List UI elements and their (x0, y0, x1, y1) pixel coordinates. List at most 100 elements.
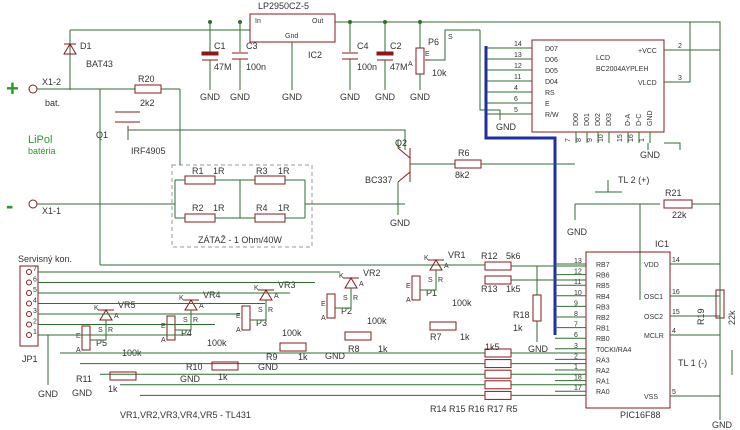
lcd-module: LCD BC2004AYPLEH 14D0713D0612D0511D044RS… (479, 22, 720, 160)
d1-label: D1 (80, 41, 92, 51)
mcu-ic1: IC1 PIC16F88 13RB712RB611RB510RB49RB38RB… (555, 239, 720, 420)
gnd-r10: GND (180, 374, 201, 384)
p6-label: P6 (428, 37, 439, 47)
gnd-c3: GND (230, 92, 251, 102)
r12-value: 5k6 (506, 251, 521, 261)
mcu-pin-num: 16 (672, 289, 680, 296)
mcu-pin-sig: RB3 (596, 304, 610, 311)
r1-value: 1R (213, 166, 225, 176)
pos-sign: + (6, 76, 19, 101)
q1-value: IRF4905 (131, 146, 166, 156)
mcu-pin-sig: RB1 (596, 326, 610, 333)
d1-value: BAT43 (86, 59, 113, 69)
r21-value: 22k (672, 210, 687, 220)
mcu-model: PIC16F88 (620, 410, 661, 420)
gnd-tl2: GND (567, 227, 588, 237)
lcd-pin-sig: D-C (636, 114, 643, 126)
vr-label: VR1 (448, 250, 466, 260)
p6-pin-e: E (425, 51, 430, 58)
mcu-pin-sig: OSC1 (644, 294, 663, 301)
cap-c3: C3 100n GND (230, 22, 266, 102)
pot-value: 100k (367, 316, 387, 326)
gnd-lcd-rw: GND (496, 122, 517, 132)
vr-pin: E (321, 301, 326, 308)
mcu-pin-num: 9 (574, 300, 578, 307)
lcd-pin-sig: RS (545, 90, 555, 97)
c4-label: C4 (357, 41, 369, 51)
r4-label: R4 (256, 203, 268, 213)
vr-pin: A (406, 297, 411, 304)
mcu-pin-num: 18 (574, 375, 582, 382)
resistor-network: 1k5 R14 R15 R16 R17 R5 (60, 342, 586, 414)
gnd-c1: GND (200, 92, 221, 102)
gnd-lcd: GND (640, 150, 661, 160)
jp-pin-num: 7 (33, 266, 37, 273)
pot-label: P1 (426, 288, 437, 298)
lcd-pin-sig: R/W (545, 112, 559, 119)
mcu-pin-num: 15 (672, 309, 680, 316)
vr-pin: E (76, 333, 81, 340)
gnd-p6: GND (410, 92, 431, 102)
q2-label: Q2 (395, 138, 407, 148)
mcu-pin-sig: RB6 (596, 273, 610, 280)
r13-value: 1k5 (506, 284, 521, 294)
load-block: R1 1R R3 1R R2 1R R4 1R ZÁTAŽ - 1 Ohm/40… (171, 129, 406, 248)
lcd-pin-num: 16 (628, 134, 635, 142)
mcu-pin-num: 14 (672, 257, 680, 264)
mcu-ref: IC1 (655, 239, 669, 249)
r20-value: 2k2 (140, 98, 155, 108)
cap-c1: C1 47M GND (200, 22, 232, 102)
vr-pin: R (108, 327, 113, 334)
p6-pin-a: A (408, 61, 413, 68)
mcu-pin-sig: RA1 (596, 379, 610, 386)
vr-pin: S (258, 307, 263, 314)
battery-name2: batéria (28, 146, 56, 156)
r11-value: 1k (108, 384, 118, 394)
lcd-pin-num: 14 (514, 41, 522, 48)
lcd-pin-num: 15 (617, 134, 624, 142)
r10-value: 1k (218, 372, 228, 382)
mcu-pin-sig: RA0 (596, 389, 610, 396)
vr-label: VR2 (363, 268, 381, 278)
gnd-c2: GND (375, 92, 396, 102)
serv-label: Servisný kon. (18, 254, 72, 264)
r11-label: R11 (76, 374, 92, 384)
vr-pin: A (359, 281, 364, 288)
vr-pin: E (236, 313, 241, 320)
r7-value: 1k (460, 332, 470, 342)
resistor-group-r12: R12 5k6 R13 1k5 R18 1k GND (100, 251, 586, 354)
rnet-value: 1k5 (485, 342, 500, 352)
lcd-pin-sig: VLCD (638, 80, 657, 87)
lcd-pin-num: 5 (514, 107, 518, 114)
vr-pin: K (254, 285, 259, 292)
r19-value: 22k (727, 310, 737, 325)
lcd-pin-sig: E (545, 101, 550, 108)
lcd-pin-sig: GND (647, 110, 654, 126)
vr-pin: S (343, 295, 348, 302)
vr-pin: A (321, 315, 326, 322)
vr-pin: K (94, 305, 99, 312)
p6-value: 10k (432, 68, 447, 78)
r3-value: 1R (278, 166, 290, 176)
r18-value: 1k (513, 323, 523, 333)
lcd-pin-num: 4 (514, 85, 518, 92)
vr-note: VR1,VR2,VR3,VR4,VR5 - TL431 (120, 410, 251, 420)
vr-pin: S (183, 317, 188, 324)
r13-label: R13 (481, 284, 498, 294)
vr-pin: S (98, 327, 103, 334)
vr-pin: A (274, 293, 279, 300)
vr-pin: A (161, 337, 166, 344)
pot-value: 100k (452, 298, 472, 308)
mosfet-q1: Q1 IRF4905 (96, 89, 180, 265)
mcu-pin-num: 1 (574, 364, 578, 371)
mcu-pin-sig: RB2 (596, 315, 610, 322)
mcu-pin-sig: RA3 (596, 357, 610, 364)
mcu-pin-num: 7 (574, 322, 578, 329)
lcd-pin-num: 11 (514, 74, 521, 81)
reg-pin-in: In (255, 18, 261, 25)
lower-resistors: R7 1k R8 1k GND R9 1k GND R10 1k GND R11… (72, 321, 470, 398)
pot-p6: P6 10k A E S GND (408, 22, 480, 102)
battery-name: LiPol (28, 134, 52, 146)
mcu-pin-sig: T0CKI/RA4 (596, 347, 632, 354)
